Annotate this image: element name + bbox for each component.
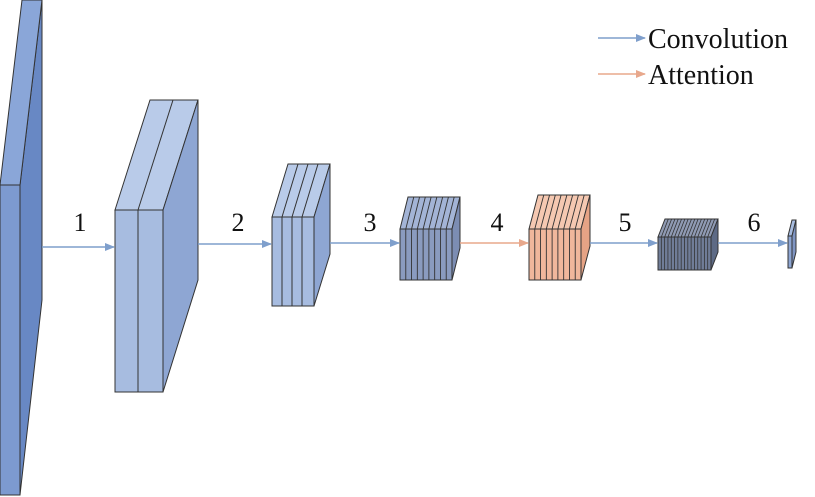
slice-line	[563, 194, 574, 230]
slice-line	[422, 196, 432, 230]
step-label-2: 2	[232, 208, 245, 237]
slice-line	[670, 218, 679, 238]
slice-line	[694, 218, 702, 238]
step-label-1: 1	[74, 208, 87, 237]
input-layer-block	[0, 0, 43, 496]
slice-line	[704, 218, 712, 238]
slice-line	[574, 194, 585, 230]
feature-block-1	[114, 99, 199, 393]
slice-line	[540, 194, 550, 230]
output-block-6	[787, 219, 797, 269]
step-label-3: 3	[364, 208, 377, 237]
slice-line	[664, 218, 672, 238]
legend-attention-label: Attention	[648, 60, 754, 91]
slice-line	[684, 218, 692, 238]
slice-line	[569, 194, 579, 230]
slice-line	[551, 194, 562, 230]
step-label-4: 4	[491, 208, 504, 237]
feature-block-5	[657, 218, 719, 271]
slice-line	[690, 218, 699, 238]
legend-convolution-label: Convolution	[648, 24, 788, 55]
step-label-6: 6	[748, 208, 761, 237]
slice-line	[687, 218, 696, 238]
slice-line	[557, 194, 568, 230]
feature-block-4-attention	[528, 194, 591, 281]
slice-line	[660, 218, 669, 238]
slice-line	[445, 196, 455, 230]
slice-line	[680, 218, 689, 238]
step-label-5: 5	[619, 208, 632, 237]
slice-line	[440, 196, 449, 230]
slice-line	[700, 218, 709, 238]
slice-line	[534, 194, 545, 230]
slice-line	[434, 196, 444, 230]
slice-line	[697, 218, 706, 238]
slice-line	[674, 218, 682, 238]
slice-line	[667, 218, 676, 238]
feature-block-3	[399, 196, 461, 281]
slice-line	[416, 196, 426, 230]
input-layer-front	[0, 184, 21, 496]
slice-line	[411, 196, 420, 230]
slice-line	[545, 194, 556, 230]
slice-line	[405, 196, 415, 230]
slice-line	[707, 218, 716, 238]
slice-line	[677, 218, 686, 238]
slice-line	[428, 196, 438, 230]
legend: Convolution Attention	[598, 24, 788, 91]
input-layer-top	[0, 0, 43, 186]
feature-block-2	[271, 163, 331, 307]
